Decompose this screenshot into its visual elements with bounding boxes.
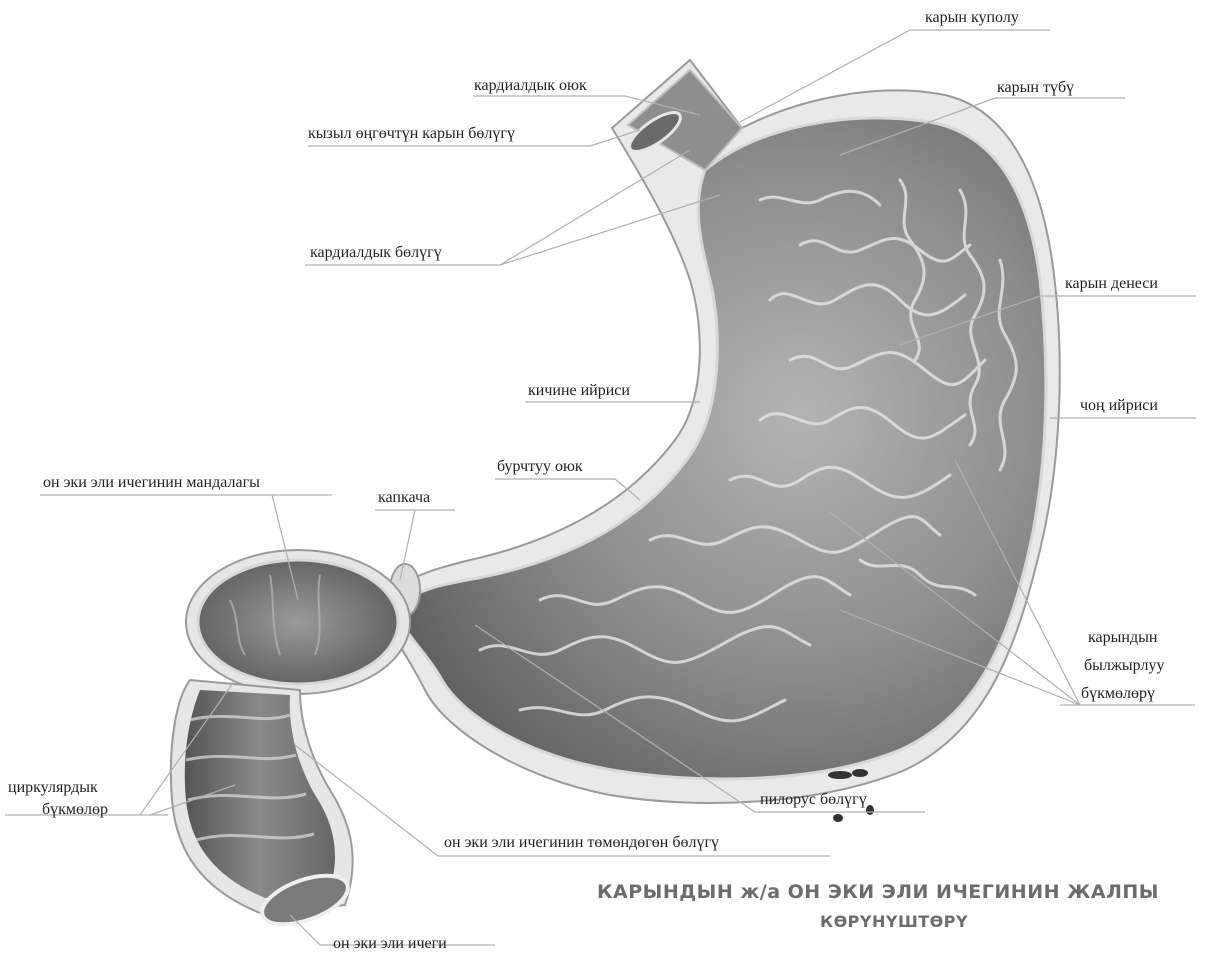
label-mucosal-folds-3: бүкмөлөрү [1081, 684, 1155, 703]
label-angular-notch: бурчтуу оюк [497, 457, 583, 476]
label-lesser-curvature: кичине ийриси [528, 381, 630, 400]
stomach-interior [395, 118, 1046, 779]
label-mucosal-folds-1: карындын [1088, 628, 1157, 647]
label-pyloric-part: пилорус бөлүгү [760, 790, 867, 809]
label-cardiac-notch: кардиалдык оюк [474, 76, 587, 95]
label-descending-duodenum: он эки эли ичегинин төмөндөгөн бөлүгү [444, 833, 719, 852]
label-mucosal-folds-2: былжырлуу [1084, 656, 1164, 675]
label-greater-curvature: чоң ийриси [1080, 396, 1158, 415]
label-duodenum: он эки эли ичеги [333, 934, 447, 953]
label-circular-folds-2: бүкмөлөр [42, 800, 108, 819]
label-esophagus-abdominal: кызыл өңгөчтүн карын бөлүгү [308, 124, 515, 143]
label-stomach-body: карын денеси [1065, 274, 1158, 293]
label-fundus: карын түбү [997, 78, 1074, 97]
diagram-title-line2: КӨРҮНҮШТӨРҮ [820, 912, 968, 931]
diagram-title-line1: КАРЫНДЫН ж/а ОН ЭКИ ЭЛИ ИЧЕГИНИН ЖАЛПЫ [597, 881, 1159, 903]
duodenal-bulb-inner [198, 560, 398, 684]
label-duodenal-bulb: он эки эли ичегинин мандалагы [43, 473, 260, 492]
label-cardiac-part: кардиалдык бөлүгү [310, 243, 442, 262]
label-circular-folds-1: циркулярдык [8, 778, 98, 797]
label-pylorus-valve: капкача [378, 488, 430, 507]
label-fundus-dome: карын куполу [925, 8, 1019, 27]
